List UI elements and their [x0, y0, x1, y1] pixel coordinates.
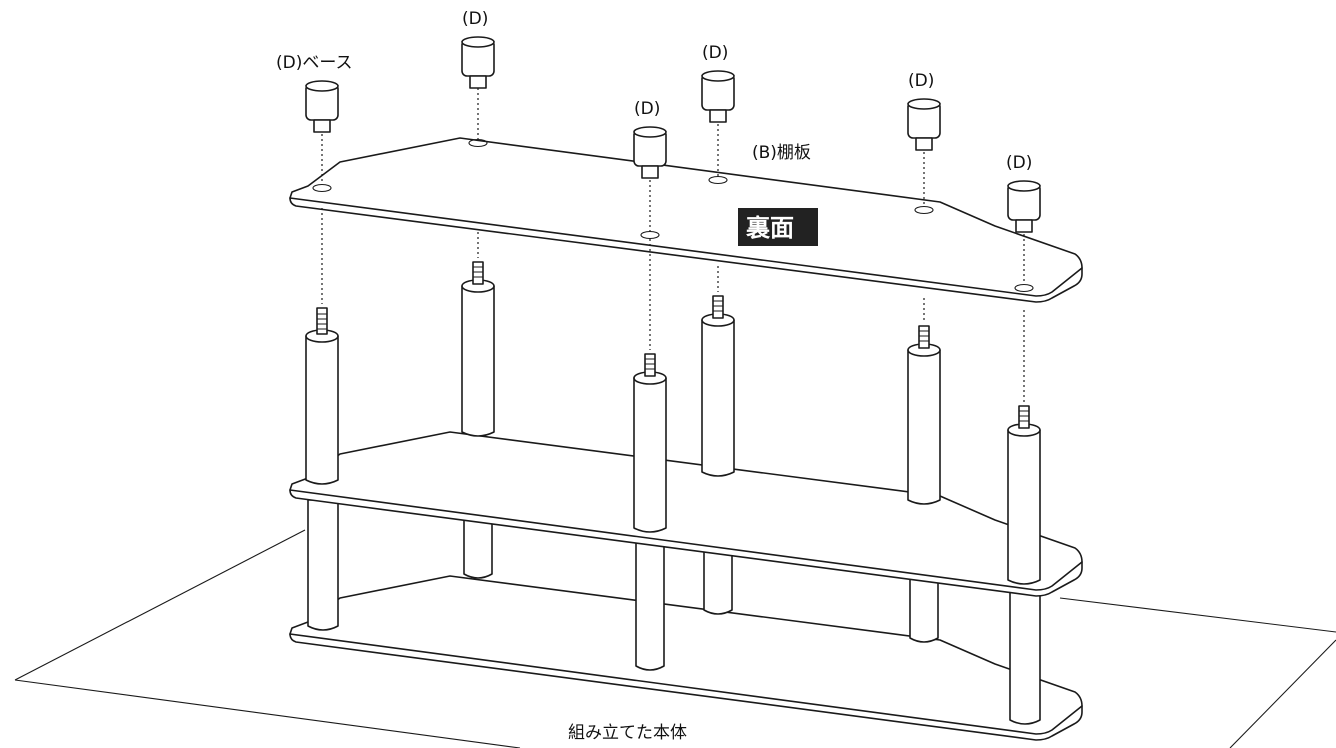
base-part-3	[633, 126, 667, 179]
base-part-4	[701, 70, 735, 123]
bases	[305, 36, 1041, 233]
label-base-5: (D)	[908, 71, 934, 91]
label-base-4: (D)	[702, 43, 728, 63]
label-underside: 裏面	[745, 214, 794, 242]
label-base-2: (D)	[462, 9, 488, 29]
base-part-1	[305, 80, 339, 133]
base-part-6	[1007, 180, 1041, 233]
floor-plane	[14, 529, 1336, 748]
bottom-shelf	[289, 575, 1083, 741]
base-part-2	[461, 36, 495, 89]
upper-legs	[305, 261, 1041, 585]
label-base-6: (D)	[1006, 153, 1032, 173]
label-base-1: (D)ベース	[276, 53, 353, 73]
label-assembled: 組み立てた本体	[568, 723, 687, 743]
underside-badge: 裏面	[738, 208, 818, 246]
label-base-3: (D)	[634, 99, 660, 119]
base-part-5	[907, 98, 941, 151]
label-shelf: (B)棚板	[752, 143, 811, 163]
middle-shelf	[289, 431, 1083, 597]
top-shelf	[289, 137, 1083, 303]
alignment-lines	[321, 88, 1025, 402]
